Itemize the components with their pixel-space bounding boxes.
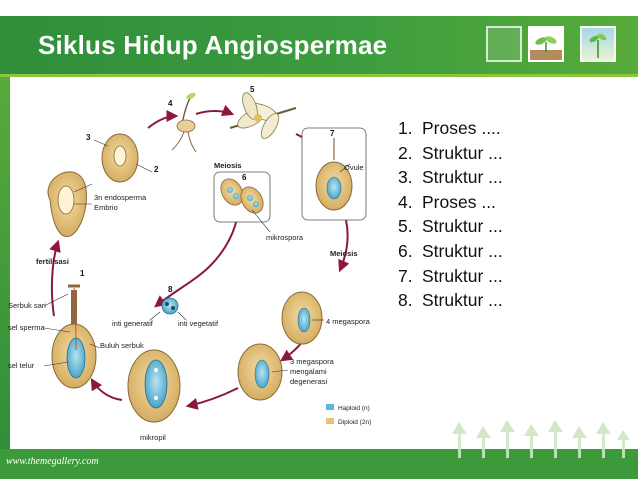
label-inti-vegetatif: inti vegetatif <box>178 319 219 328</box>
label-meiosis-right: Meiosis <box>330 249 358 258</box>
step-number-6: 6 <box>242 173 247 182</box>
list-item-number: 1. <box>398 118 413 138</box>
list-item-number: 7. <box>398 265 413 286</box>
label-meiosis-top: Meiosis <box>214 161 242 170</box>
seedling-icon <box>589 33 607 58</box>
list-item-number: 4. <box>398 191 413 212</box>
list-item-text: Struktur ... <box>422 167 503 188</box>
label-fertilisasi: fertilisasi <box>36 257 69 266</box>
label-megaspora-4: 4 megaspora <box>326 317 371 326</box>
list-item-number: 8. <box>398 290 413 311</box>
step-number-7: 7 <box>330 129 335 138</box>
label-mikrospora: mikrospora <box>266 233 304 242</box>
list-item: 8. Struktur ... <box>398 288 503 313</box>
list-item-text: Proses .... <box>422 118 501 138</box>
list-item-text: Struktur ... <box>422 265 503 286</box>
question-list: 1. Proses .... 2. Struktur ... 3. Struktur … <box>398 116 503 313</box>
embryo-sac-stage <box>127 349 181 423</box>
list-item-number: 6. <box>398 240 413 261</box>
step-number-8: 8 <box>168 285 173 294</box>
header-stripe <box>0 74 638 77</box>
label-mikropil: mikropil <box>140 433 166 442</box>
label-megaspora-3-line1: 3 megaspora <box>290 357 335 366</box>
step-number-3: 3 <box>86 133 91 142</box>
label-sel-telur: sel telur <box>8 361 35 370</box>
list-item: 3. Struktur ... <box>398 165 503 190</box>
label-serbuk-sari: Serbuk sari <box>8 301 46 310</box>
label-sel-sperma: sel sperma <box>8 323 46 332</box>
label-endosperma: 3n endosperma <box>94 193 147 202</box>
anther-stage-6 <box>213 171 271 233</box>
list-item: 1. Proses .... <box>398 116 503 141</box>
sprout-icon <box>530 36 562 60</box>
label-buluh-serbuk: Buluh serbuk <box>100 341 144 350</box>
seed-stage-2 <box>47 171 93 237</box>
step-number-2: 2 <box>154 165 159 174</box>
megaspore-3-stage <box>237 343 289 401</box>
step-number-5: 5 <box>250 85 255 94</box>
label-embrio: Embrio <box>94 203 118 212</box>
pistil-fertilization-stage-1 <box>43 284 101 389</box>
list-item: 7. Struktur ... <box>398 264 503 289</box>
step-number-4: 4 <box>168 99 173 108</box>
legend: Haploid (n) Diploid (2n) <box>326 404 371 426</box>
footer-tree-silhouettes-icon <box>452 420 630 458</box>
list-item-text: Struktur ... <box>422 216 503 237</box>
legend-swatch-haploid <box>326 404 334 410</box>
list-item: 6. Struktur ... <box>398 239 503 264</box>
list-item: 2. Struktur ... <box>398 141 503 166</box>
slide-title: Siklus Hidup Angiospermae <box>38 30 388 60</box>
list-item-text: Struktur ... <box>422 142 503 163</box>
ovule-stage-7 <box>301 127 367 221</box>
step-number-1: 1 <box>80 269 85 278</box>
list-item-number: 5. <box>398 216 413 237</box>
legend-swatch-diploid <box>326 418 334 424</box>
megaspore-4-stage <box>281 291 324 345</box>
label-inti-generatif: inti generatif <box>112 319 154 328</box>
legend-label-diploid: Diploid (2n) <box>338 419 371 426</box>
angiosperm-life-cycle-diagram: 1 2 3 4 5 6 7 8 3n endosperma Embrio fer… <box>8 85 371 442</box>
legend-label-haploid: Haploid (n) <box>338 405 370 412</box>
list-item-number: 2. <box>398 142 413 163</box>
list-item: 4. Proses ... <box>398 190 503 215</box>
label-megaspora-3-line3: degenerasi <box>290 377 327 386</box>
list-item-text: Struktur ... <box>422 240 503 261</box>
label-megaspora-3-line2: mengalami <box>290 367 327 376</box>
top-bar <box>0 0 638 16</box>
flower-stage-5 <box>229 92 297 139</box>
pollen-grain-stage-8 <box>149 297 187 321</box>
left-accent-bar <box>0 77 10 449</box>
list-item-text: Struktur ... <box>422 290 503 311</box>
header-decoration-box <box>486 26 522 62</box>
list-item-text: Proses ... <box>422 191 496 212</box>
footer-url: www.themegallery.com <box>6 456 99 467</box>
list-item-number: 3. <box>398 167 413 188</box>
seed-stage-3 <box>93 133 153 183</box>
seedling-thumbnail <box>580 26 616 62</box>
seedling-stage-4 <box>171 92 197 153</box>
label-ovule: Ovule <box>344 163 364 172</box>
sprout-thumbnail <box>528 26 564 62</box>
list-item: 5. Struktur ... <box>398 214 503 239</box>
